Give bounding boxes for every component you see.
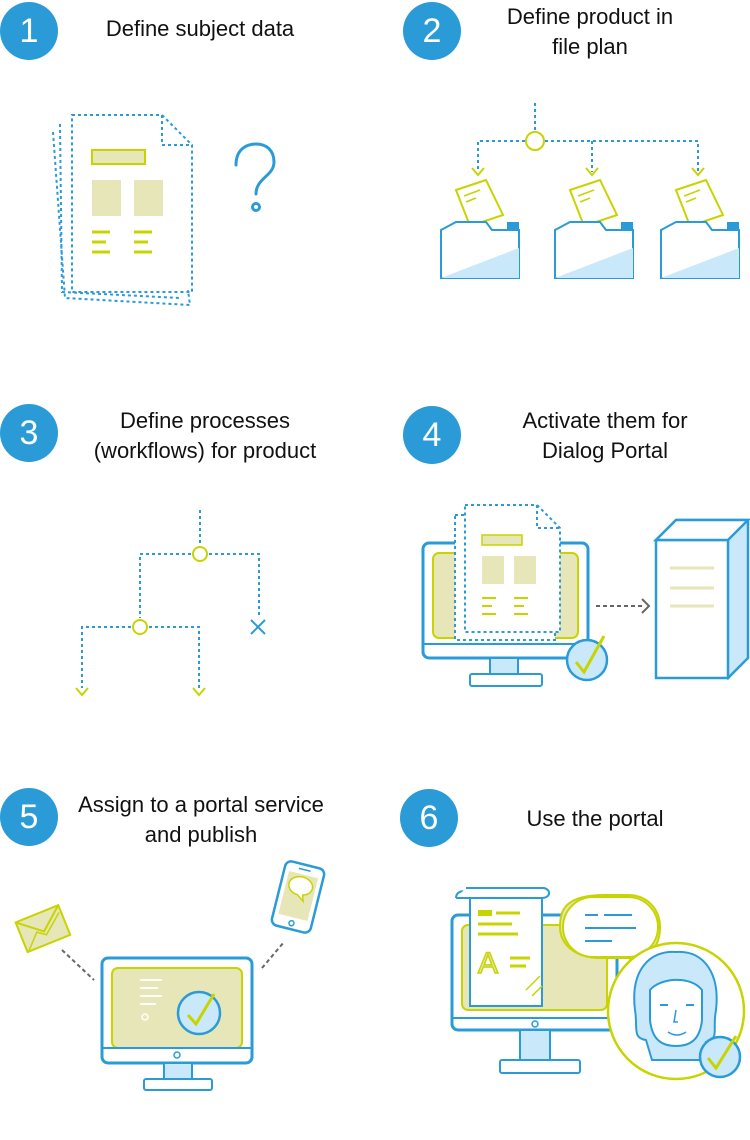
folder-2 [554,178,634,279]
step-4: 4 Activate them for Dialog Portal [375,380,750,760]
step-badge-6: 6 [400,789,458,847]
folder-3 [660,178,740,279]
smartphone-icon [270,860,326,934]
connector-left [61,949,95,981]
document-page-icon: A [455,887,550,1007]
step-title-4: Activate them for Dialog Portal [522,408,688,463]
step-title-5: Assign to a portal service and publish [78,792,324,847]
document-content [91,149,163,254]
folder-1 [440,178,520,279]
step-title-2: Define product in file plan [506,4,674,59]
step-badge-4: 4 [403,406,461,464]
step-badge-1: 1 [0,2,58,60]
step-badge-2: 2 [403,2,461,60]
connector-right [261,941,285,969]
workflow-icon [75,510,266,697]
step-5: 5 Assign to a portal service and publish [0,760,375,1140]
illustrations: A [14,103,750,1091]
step-badge-3: 3 [0,404,58,462]
folder-tree-icon [440,103,740,279]
question-mark-icon [234,142,276,212]
step-2: 2 Define product in file plan [375,0,750,380]
step-title-6: Use the portal [526,806,664,831]
step-3: 3 Define processes (workflows) for produ… [0,380,375,760]
letter-a: A [478,947,498,980]
arrow-connector [596,598,651,614]
step-badge-5: 5 [0,788,58,846]
monitor-icon-2 [100,956,254,1091]
step-title-3: Define processes (workflows) for product [93,408,317,463]
person-avatar-icon [606,941,746,1081]
document-stack-icon [52,114,193,307]
document-icon [454,504,561,641]
server-icon [652,518,750,681]
step-1: 1 Define subject data [0,0,375,380]
envelope-icon [14,903,72,954]
process-infographic: 1 Define subject data 2 Define product i… [0,0,750,1091]
step-6: 6 Use the portal [375,760,750,1140]
checkmark-icon [565,635,609,682]
step-title-1: Define subject data [105,16,295,41]
